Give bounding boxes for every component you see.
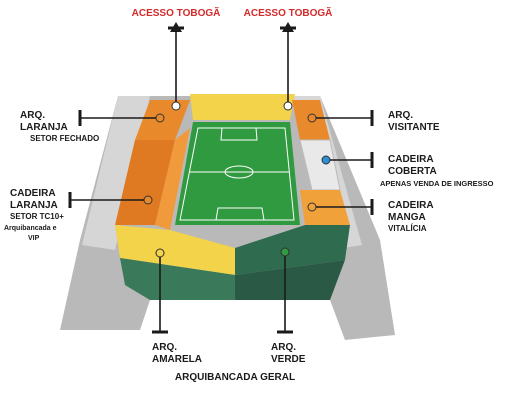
svg-text:MANGA: MANGA bbox=[388, 212, 426, 223]
sector-toboga[interactable] bbox=[190, 94, 295, 120]
svg-text:COBERTA: COBERTA bbox=[388, 166, 437, 177]
marker-arq-laranja[interactable] bbox=[171, 101, 181, 111]
arrow-up-right bbox=[282, 22, 294, 32]
arrow-up-left bbox=[170, 22, 182, 32]
svg-text:CADEIRA: CADEIRA bbox=[388, 200, 434, 211]
label-arq-verde: ARQ. VERDE bbox=[271, 342, 306, 365]
svg-text:ARQ.: ARQ. bbox=[388, 110, 413, 121]
marker-arq-laranja-2[interactable] bbox=[155, 113, 165, 123]
svg-text:VISITANTE: VISITANTE bbox=[388, 122, 440, 133]
marker-cadeira-laranja[interactable] bbox=[143, 195, 153, 205]
svg-text:SETOR FECHADO: SETOR FECHADO bbox=[30, 134, 99, 143]
pitch bbox=[175, 122, 300, 225]
marker-toboga-right[interactable] bbox=[283, 101, 293, 111]
marker-arq-amarela[interactable] bbox=[155, 248, 165, 258]
label-arquibancada-geral: ARQUIBANCADA GERAL bbox=[175, 372, 295, 383]
label-acesso-toboga-left: ACESSO TOBOGÃ bbox=[132, 6, 221, 19]
pitch-lines bbox=[179, 127, 295, 221]
svg-text:ARQ.: ARQ. bbox=[152, 342, 177, 353]
svg-text:LARANJA: LARANJA bbox=[20, 122, 68, 133]
marker-cadeira-manga[interactable] bbox=[307, 202, 317, 212]
svg-text:CADEIRA: CADEIRA bbox=[10, 188, 56, 199]
marker-arq-visitante[interactable] bbox=[307, 113, 317, 123]
svg-text:Arquibancada e: Arquibancada e bbox=[4, 225, 57, 232]
label-cadeira-manga: CADEIRA MANGA VITALÍCIA bbox=[388, 200, 434, 233]
stadium-roof-left bbox=[82, 96, 150, 250]
svg-text:ARQ.: ARQ. bbox=[20, 110, 45, 121]
label-cadeira-coberta: CADEIRA COBERTA APENAS VENDA DE INGRESSO bbox=[380, 154, 494, 188]
svg-text:VERDE: VERDE bbox=[271, 354, 306, 365]
label-arq-laranja: ARQ. LARANJA SETOR FECHADO bbox=[20, 110, 99, 143]
svg-text:APENAS VENDA DE INGRESSO: APENAS VENDA DE INGRESSO bbox=[380, 179, 494, 188]
svg-text:CADEIRA: CADEIRA bbox=[388, 154, 434, 165]
label-cadeira-laranja: CADEIRA LARANJA SETOR TC10+ Arquibancada… bbox=[4, 188, 64, 242]
stadium-lower-green bbox=[120, 258, 235, 300]
svg-text:LARANJA: LARANJA bbox=[10, 200, 58, 211]
svg-text:VITALÍCIA: VITALÍCIA bbox=[388, 224, 427, 233]
svg-text:ARQ.: ARQ. bbox=[271, 342, 296, 353]
sector-arq-verde[interactable] bbox=[235, 225, 350, 275]
stadium-lower-green-right bbox=[235, 260, 345, 300]
label-arq-amarela: ARQ. AMARELA bbox=[152, 342, 202, 365]
svg-text:SETOR TC10+: SETOR TC10+ bbox=[10, 212, 64, 221]
label-acesso-toboga-right: ACESSO TOBOGÃ bbox=[244, 6, 333, 19]
label-arq-visitante: ARQ. VISITANTE bbox=[388, 110, 440, 133]
marker-arq-verde[interactable] bbox=[280, 247, 290, 257]
svg-text:VIP: VIP bbox=[28, 235, 40, 242]
sector-arq-amarela[interactable] bbox=[115, 225, 235, 275]
sector-left-inner bbox=[155, 128, 190, 230]
svg-text:AMARELA: AMARELA bbox=[152, 354, 202, 365]
marker-cadeira-coberta[interactable] bbox=[321, 155, 331, 165]
